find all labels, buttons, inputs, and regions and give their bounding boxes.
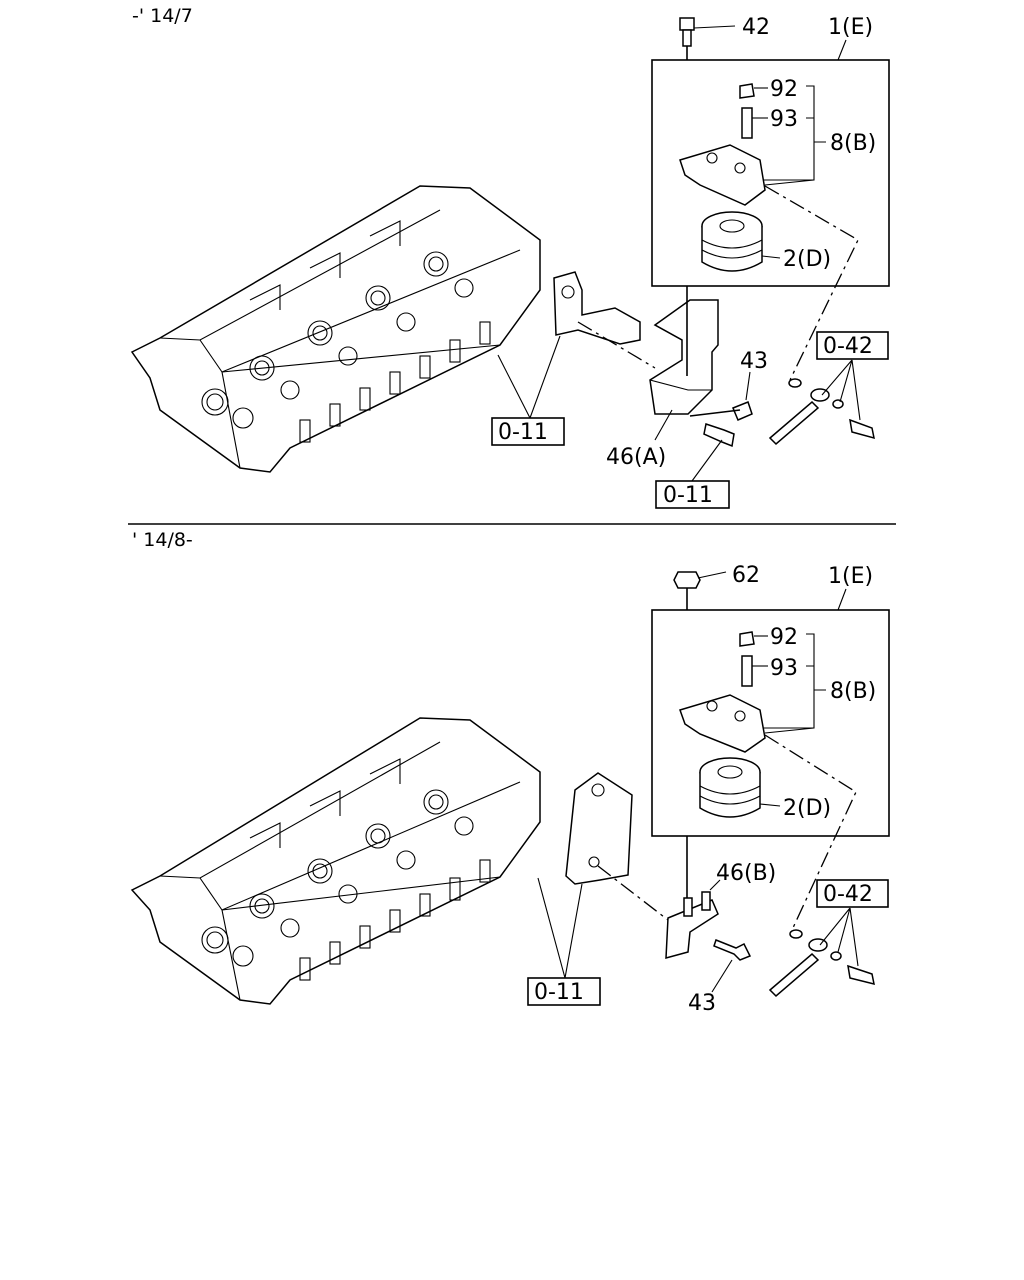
filter-cartridge [701,211,763,272]
cylinder-head-illustration [130,185,541,473]
ref-0-42: 0-42 [823,882,873,907]
filter-head [679,144,766,206]
connection-line [764,734,857,931]
ref-box-0-11-head[interactable] [527,977,601,1006]
ref-box-0-42[interactable] [816,331,889,360]
ref-box-0-11-bolt[interactable] [655,480,730,509]
hose-fitting [768,929,875,998]
section-early: -' 14/7 [130,5,890,509]
callout-46b: 46(B) [716,861,776,886]
bolt-43 [689,401,753,421]
section-late: ' 14/8- [130,529,890,1016]
period-label: -' 14/7 [132,5,193,27]
callout-42: 42 [742,15,770,40]
callout-92: 92 [770,625,798,650]
mount-line [577,321,656,369]
filter-cartridge [699,757,761,818]
callout-46a: 46(A) [606,445,666,470]
bracket-46a [649,299,719,415]
filter-head [679,694,766,753]
ref-0-11-head: 0-11 [498,420,548,445]
valve-93 [741,655,753,687]
ref-0-11-head: 0-11 [534,980,584,1005]
ref-0-11-bolt: 0-11 [663,483,713,508]
ref-box-0-11-head[interactable] [491,417,565,446]
callout-93: 93 [770,656,798,681]
valve-93 [741,107,753,139]
cap-92 [739,83,755,99]
callout-8b: 8(B) [830,679,876,704]
callout-2d: 2(D) [783,247,831,272]
head-bracket-plate [553,271,641,345]
callout-1e: 1(E) [828,564,873,589]
period-label: ' 14/8- [132,529,193,551]
ref-0-42: 0-42 [823,334,873,359]
callout-43: 43 [688,991,716,1016]
callout-62: 62 [732,563,760,588]
ref-box-0-42[interactable] [816,879,889,908]
callout-93: 93 [770,107,798,132]
bracket-46b [665,899,719,959]
bolt-43 [713,939,752,961]
cap-92 [739,631,755,647]
head-bracket-plate [565,772,633,885]
callout-43: 43 [740,349,768,374]
mount-line [597,865,669,921]
cylinder-head-illustration [130,717,541,1005]
connection-line [764,185,859,381]
lower-bolt [703,423,735,448]
callout-1e: 1(E) [828,15,873,40]
callout-2d: 2(D) [783,796,831,821]
callout-8b: 8(B) [830,131,876,156]
callout-92: 92 [770,77,798,102]
